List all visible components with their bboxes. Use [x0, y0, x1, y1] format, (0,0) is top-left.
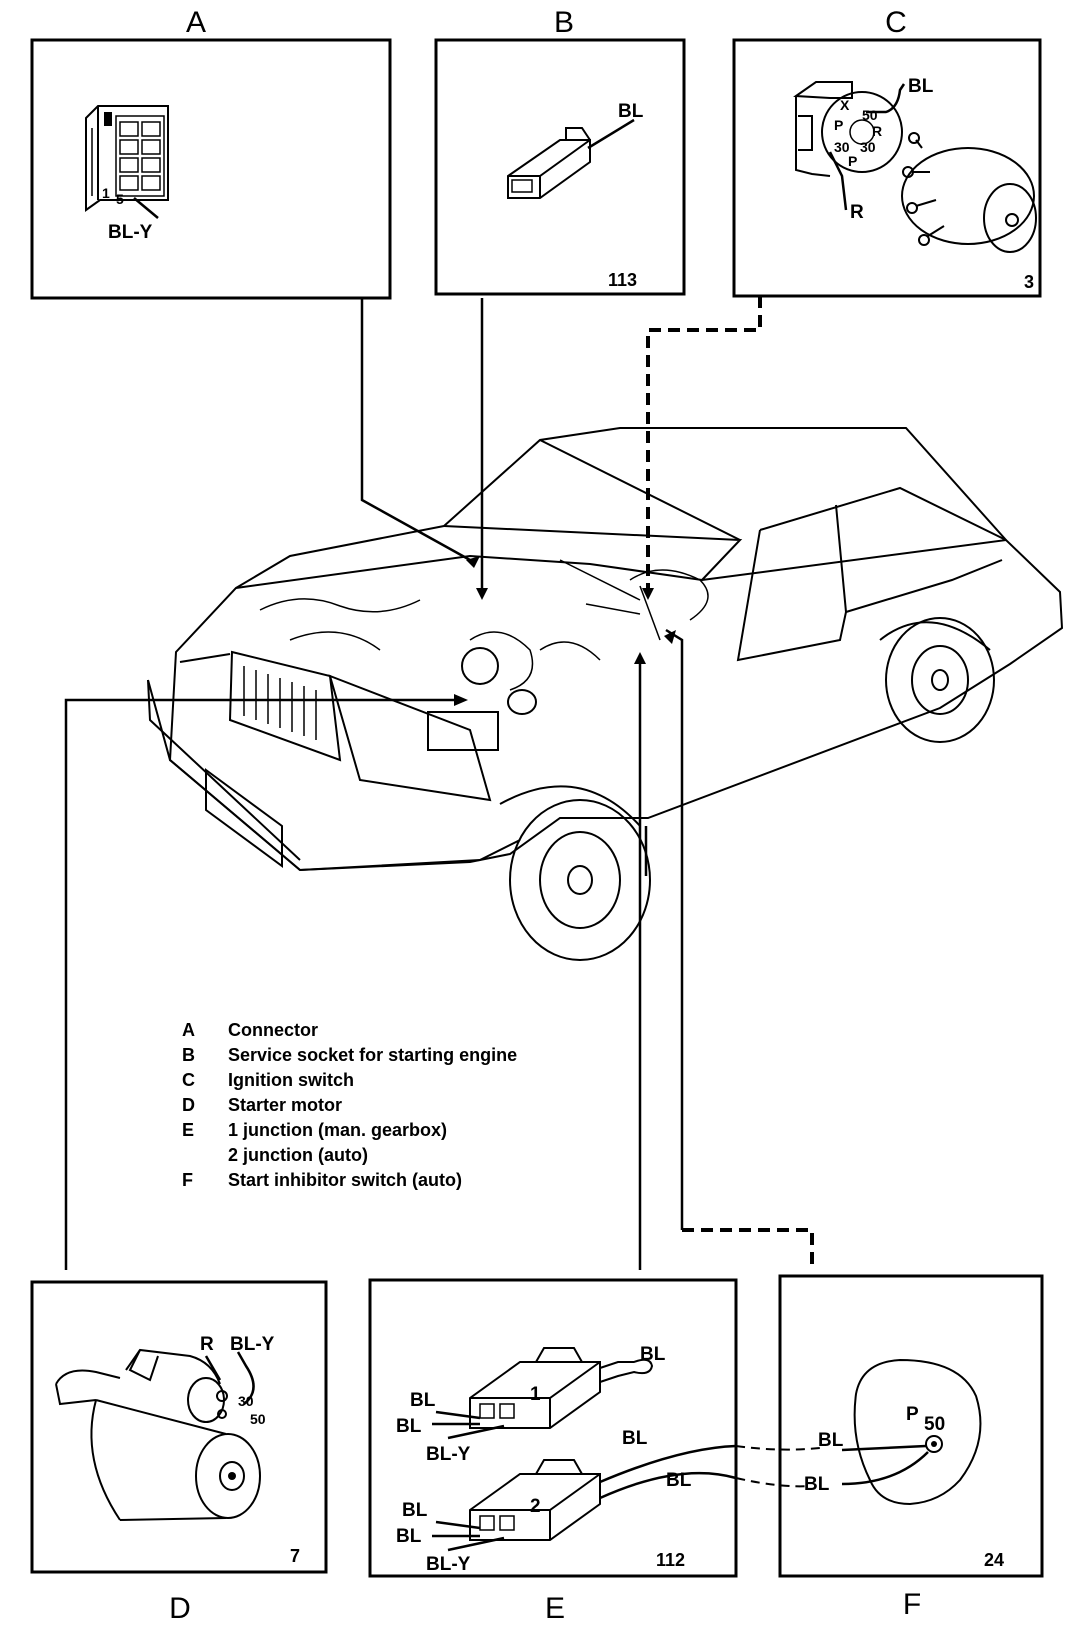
legend-text: 1 junction (man. gearbox): [228, 1120, 447, 1140]
panel-a-letter: A: [186, 6, 206, 39]
wire-label: BL: [410, 1390, 436, 1411]
pin-label: P: [848, 153, 857, 169]
connector-drawing: [85, 105, 169, 219]
wire-label: BL-Y: [426, 1444, 471, 1465]
pin-label: 1: [102, 185, 110, 201]
page-number: 112: [656, 1550, 685, 1570]
legend-key: C: [182, 1070, 195, 1090]
legend-text: Start inhibitor switch (auto): [228, 1170, 462, 1190]
panel-a: A 5 1 BL-Y: [30, 6, 392, 300]
starter-motor-drawing: [55, 1348, 261, 1521]
junction-id: 2: [530, 1496, 541, 1517]
page-number: 24: [984, 1550, 1004, 1570]
wire-label: BL: [640, 1344, 666, 1365]
panel-b-frame: [434, 38, 686, 296]
pin-label: X: [840, 97, 850, 113]
junction-2-drawing: [432, 1444, 737, 1552]
legend: A Connector B Service socket for startin…: [182, 1020, 517, 1190]
legend-text: Connector: [228, 1020, 318, 1040]
wire-label: BL: [618, 101, 644, 122]
panel-f-frame: [778, 1274, 1044, 1578]
legend-text: Starter motor: [228, 1095, 342, 1115]
panel-c: C X 50 P R 30 30 P BL R 3: [732, 6, 1042, 298]
legend-key: A: [182, 1020, 195, 1040]
legend-key: E: [182, 1120, 194, 1140]
pin-label: 30: [238, 1393, 254, 1409]
wire-label: BL: [402, 1500, 428, 1521]
panel-f: P 50 BL BL 24 F: [778, 1274, 1044, 1621]
wire-label: BL: [908, 76, 934, 97]
service-socket-drawing: [507, 118, 635, 199]
pin-label: R: [872, 123, 882, 139]
panel-d-frame: [30, 1280, 328, 1574]
legend-text: Ignition switch: [228, 1070, 354, 1090]
pin-label: 30: [860, 139, 876, 155]
panel-c-letter: C: [885, 6, 907, 39]
legend-key: F: [182, 1170, 193, 1190]
page-number: 113: [608, 270, 637, 290]
wire-label: BL-Y: [230, 1334, 275, 1355]
junction-1-drawing: [432, 1347, 654, 1440]
pin-label: P: [834, 117, 843, 133]
panel-e-frame: [368, 1278, 738, 1578]
legend-key: D: [182, 1095, 195, 1115]
pin-label: 50: [862, 107, 878, 123]
panel-d: R BL-Y 30 50 7 D: [30, 1280, 328, 1625]
car-illustration: [147, 427, 1064, 961]
panel-b: B BL 113: [434, 6, 686, 296]
page-number: 7: [290, 1546, 300, 1566]
pin-label: 50: [250, 1411, 266, 1427]
legend-key: B: [182, 1045, 195, 1065]
ignition-switch-drawing: [793, 81, 1037, 253]
pin-label: P: [906, 1404, 919, 1425]
panel-e: 1 BL BL BL BL-Y 2 BL BL BL BL BL-Y 112 E: [368, 1278, 738, 1625]
pin-label: 50: [924, 1414, 945, 1435]
wire-label: BL-Y: [108, 222, 153, 243]
wire-label: R: [850, 202, 864, 223]
wire-label: BL: [396, 1526, 422, 1547]
panel-e-letter: E: [545, 1592, 565, 1625]
wire-label: BL: [818, 1430, 844, 1451]
arrowheads: [454, 556, 676, 706]
legend-text: 2 junction (auto): [228, 1145, 368, 1165]
wire-label: BL: [666, 1470, 692, 1491]
page-number: 3: [1024, 272, 1034, 292]
wire-label: BL: [804, 1474, 830, 1495]
panel-a-frame: [30, 38, 392, 300]
panel-f-letter: F: [903, 1588, 921, 1621]
wire-label: R: [200, 1334, 214, 1355]
dashed-link: [735, 1445, 821, 1488]
pin-label: 5: [116, 191, 124, 207]
panel-b-letter: B: [554, 6, 574, 39]
wire-label: BL: [622, 1428, 648, 1449]
panel-d-letter: D: [169, 1592, 191, 1625]
wire-label: BL: [396, 1416, 422, 1437]
pin-label: 30: [834, 139, 850, 155]
inhibitor-switch-drawing: [841, 1358, 982, 1506]
panel-c-frame: [732, 38, 1042, 298]
junction-id: 1: [530, 1384, 541, 1405]
wire-label: BL-Y: [426, 1554, 471, 1575]
legend-text: Service socket for starting engine: [228, 1045, 517, 1065]
